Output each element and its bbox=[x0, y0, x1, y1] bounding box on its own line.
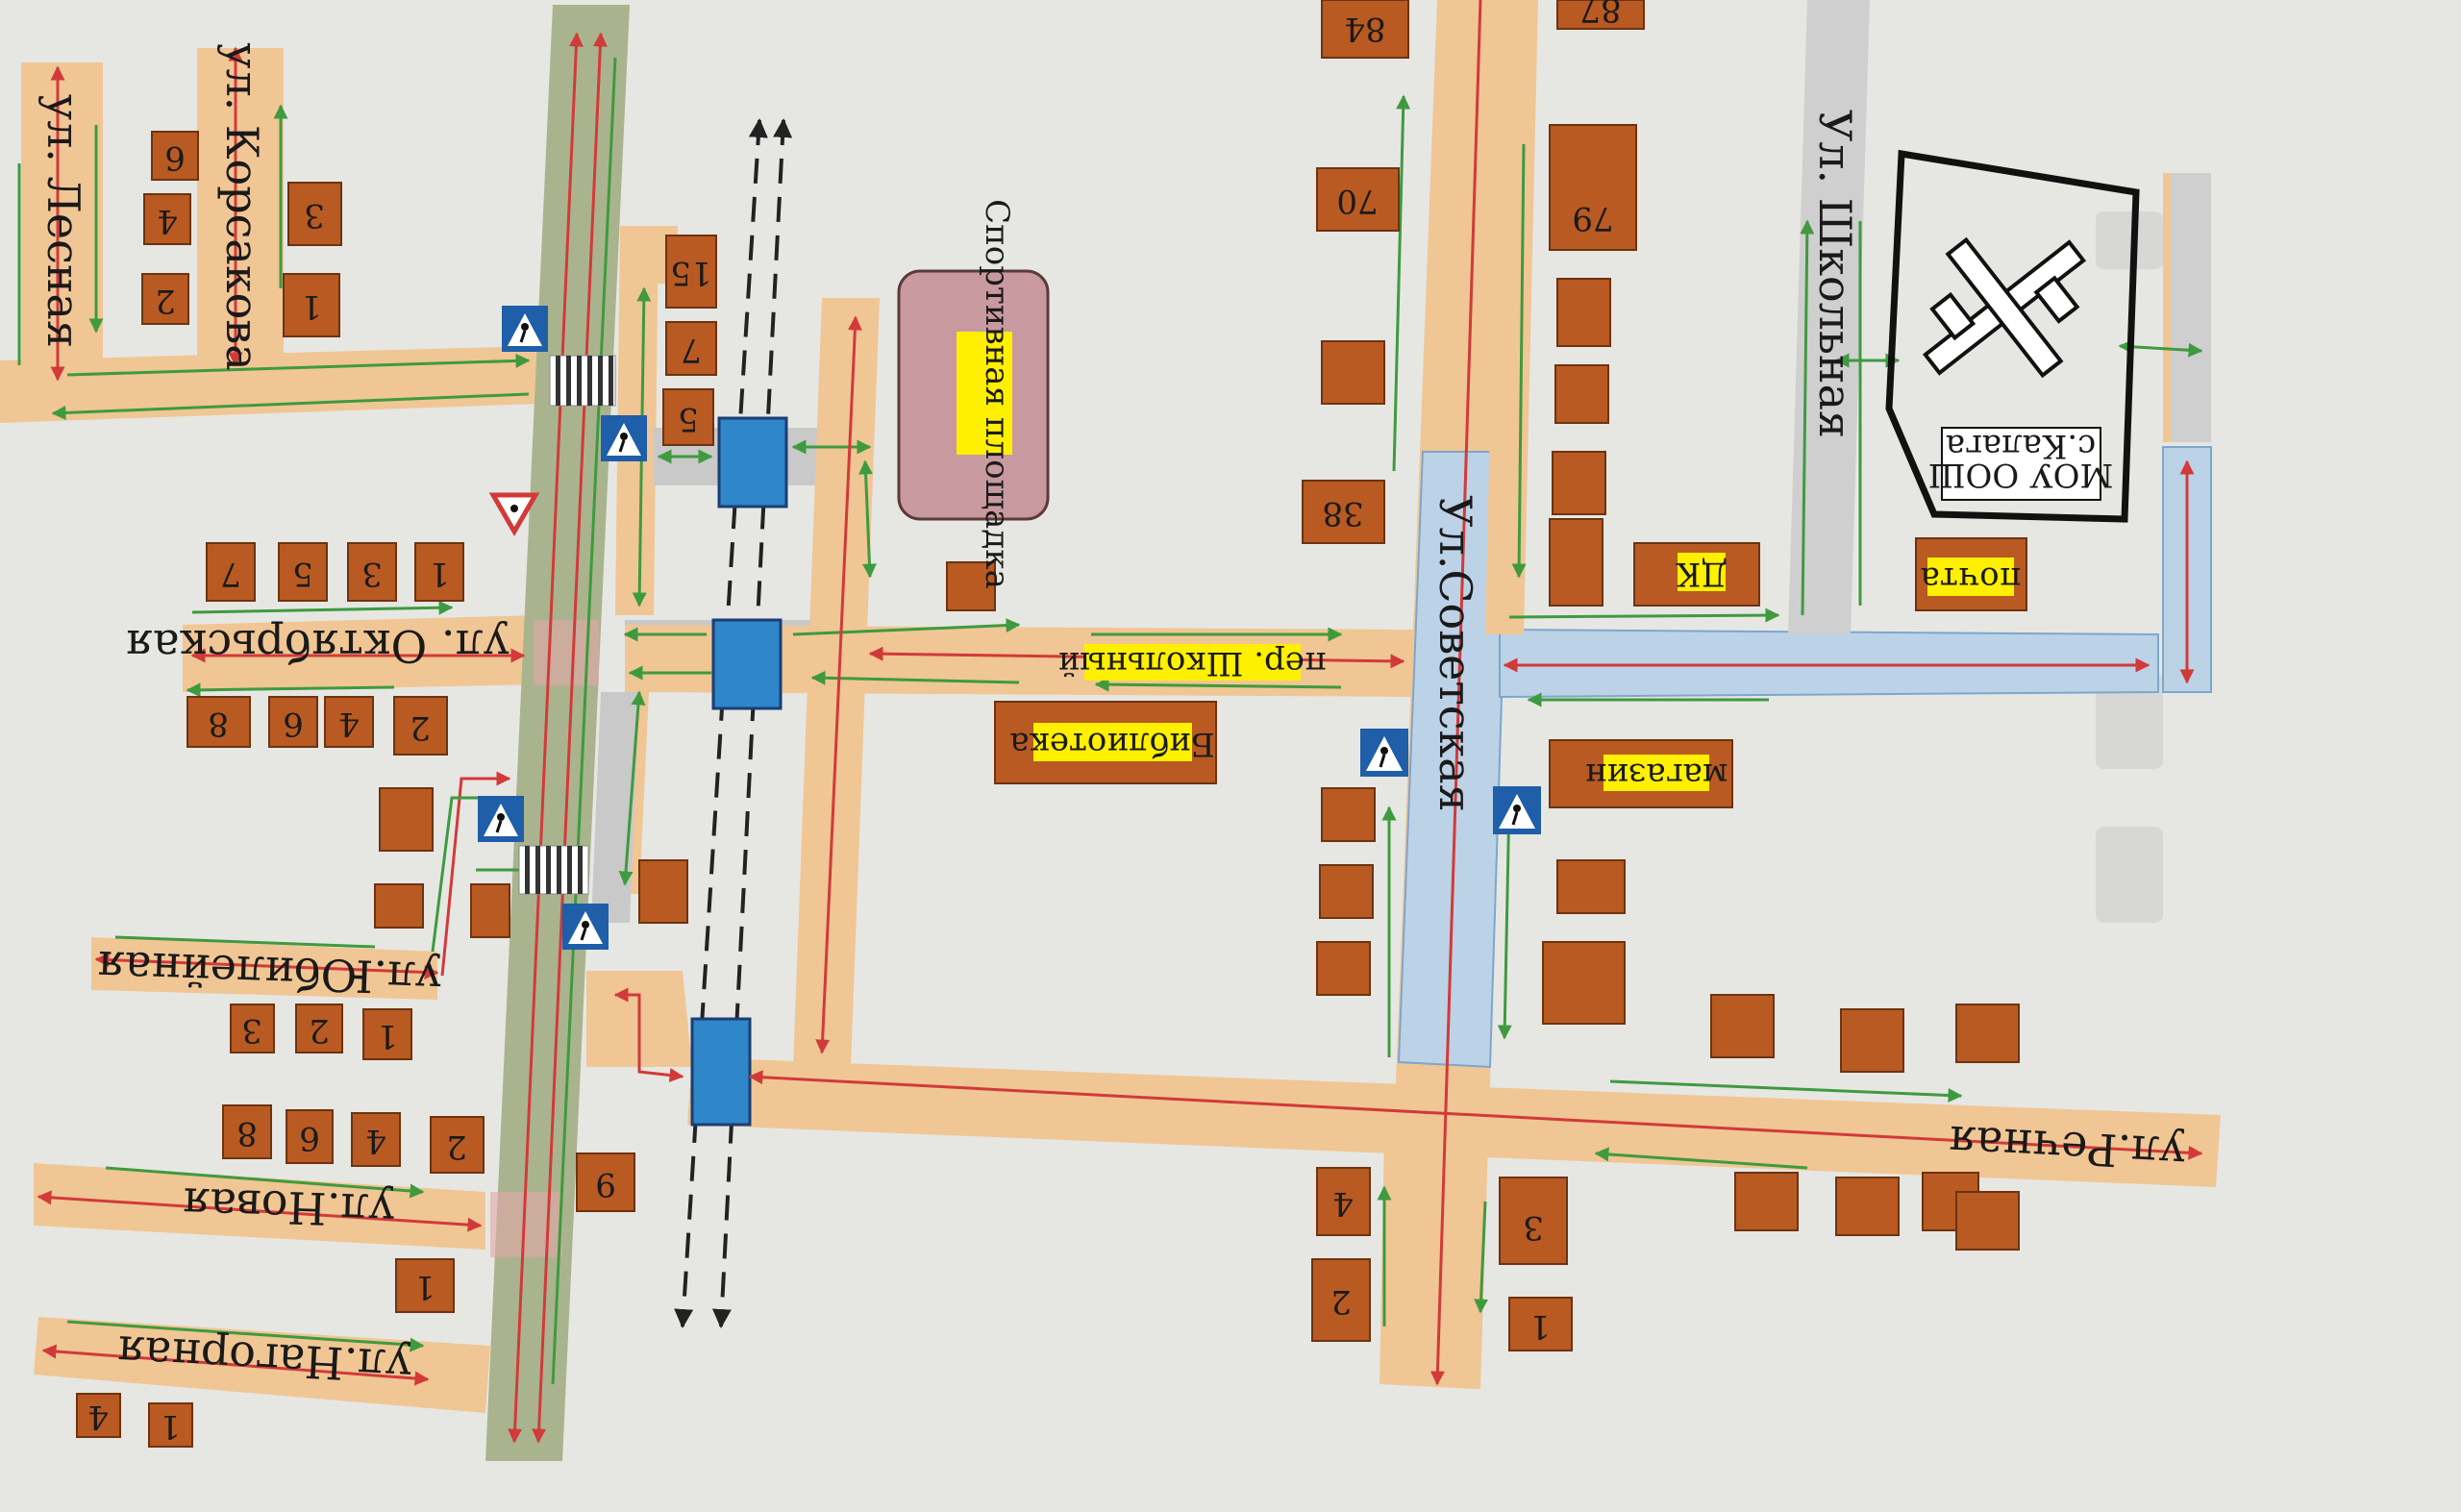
pedestrian-sign-icon bbox=[1360, 729, 1408, 777]
street-label-novaya: ул.Новая bbox=[181, 1177, 395, 1237]
house-number: 7 bbox=[220, 555, 241, 593]
school-building-icon bbox=[1922, 236, 2087, 379]
shop-label: магазин bbox=[1585, 756, 1728, 794]
house-number: 1 bbox=[377, 1017, 398, 1055]
house-number: 9 bbox=[595, 1165, 616, 1203]
house-number: 3 bbox=[241, 1011, 262, 1050]
pedestrian-sign-icon bbox=[1493, 786, 1541, 834]
house-number: 2 bbox=[309, 1011, 330, 1050]
street-label-shkolnaya: Ул. Школьная bbox=[1809, 110, 1861, 438]
house-number: 5 bbox=[292, 555, 313, 593]
pedestrian-sign-icon bbox=[478, 796, 524, 842]
house-number: 1 bbox=[160, 1407, 181, 1446]
house-number: 1 bbox=[414, 1268, 435, 1306]
house-number: 4 bbox=[157, 202, 178, 240]
house-number: 3 bbox=[361, 555, 383, 593]
house-number: 2 bbox=[1330, 1282, 1352, 1321]
pedestrian-sign-icon bbox=[562, 904, 609, 950]
pedestrian-sign-icon bbox=[502, 306, 548, 352]
dk-label: ДК bbox=[1676, 555, 1728, 593]
sport-ground-label: Спортивная площадка bbox=[978, 199, 1016, 589]
street-labels: ул. Лесная ул. Корсакова ул. Октябрьская… bbox=[37, 42, 2186, 1393]
per-shkolny-label: пер. Школьный bbox=[1057, 644, 1326, 682]
rail-crossing-2 bbox=[711, 618, 783, 710]
house-number: 15 bbox=[670, 254, 711, 292]
house-number: 1 bbox=[1529, 1307, 1551, 1346]
house-number: 1 bbox=[301, 287, 322, 326]
house-number: 2 bbox=[155, 282, 176, 320]
library-label: Библиотека bbox=[1009, 725, 1214, 763]
house-number: 7 bbox=[681, 331, 702, 369]
rail-crossing-1 bbox=[717, 416, 788, 508]
children-warning-sign-icon bbox=[488, 492, 540, 536]
facilities: Спортивная площадка Библиотека пер. Школ… bbox=[897, 149, 2140, 808]
house-number: 4 bbox=[338, 705, 360, 743]
house-number: 4 bbox=[87, 1398, 109, 1436]
house-number: 79 bbox=[1572, 199, 1613, 237]
numbered-buildings: 6 4 2 3 1 7 5 3 1 8 6 4 2 3 2 1 8 bbox=[76, 0, 1645, 1448]
street-label-rechnaya: ул.Речная bbox=[1947, 1116, 2186, 1180]
post-label: почта bbox=[1921, 559, 2022, 598]
paper-background bbox=[2096, 211, 2163, 923]
house-number: 4 bbox=[365, 1122, 386, 1160]
house-number: 3 bbox=[304, 196, 325, 235]
house-number: 4 bbox=[1332, 1184, 1354, 1223]
house-number: 8 bbox=[208, 705, 229, 743]
school-grounds bbox=[1885, 149, 2140, 523]
house-number: 5 bbox=[678, 400, 699, 438]
street-label-korsakova: ул. Корсакова bbox=[216, 42, 268, 370]
school-label-line1: МОУ ООШ bbox=[1928, 456, 2114, 494]
house-number: 6 bbox=[299, 1119, 320, 1157]
house-number: 6 bbox=[283, 705, 304, 743]
railway bbox=[674, 118, 793, 1328]
street-label-lesnaya: ул. Лесная bbox=[37, 94, 89, 348]
house-number: 1 bbox=[429, 555, 450, 593]
house-number: 70 bbox=[1336, 182, 1378, 220]
house-number: 38 bbox=[1322, 494, 1363, 533]
house-number: 2 bbox=[446, 1128, 467, 1166]
pedestrian-sign-icon bbox=[601, 415, 647, 461]
house-number: 2 bbox=[410, 708, 431, 747]
road-shkolnaya bbox=[1788, 0, 1870, 634]
school-label-line2: с.Калага bbox=[1946, 427, 2096, 465]
crosswalks bbox=[518, 355, 616, 895]
buildings bbox=[374, 278, 2020, 1332]
road-signs bbox=[478, 306, 1541, 950]
house-number: 8 bbox=[236, 1114, 258, 1153]
route-lines bbox=[17, 0, 2203, 1444]
street-label-oktyabrskaya: ул. Октябрьская bbox=[125, 620, 510, 672]
house-number: 87 bbox=[1579, 0, 1621, 29]
house-number: 84 bbox=[1344, 10, 1385, 48]
house-number: 6 bbox=[164, 138, 186, 177]
house-number: 3 bbox=[1523, 1208, 1544, 1247]
street-label-sovetskaya: Ул.Советская bbox=[1429, 495, 1481, 812]
street-label-yubileynaya: ул.Юбилейная bbox=[96, 941, 442, 1004]
rail-crossing-3 bbox=[690, 1017, 752, 1127]
